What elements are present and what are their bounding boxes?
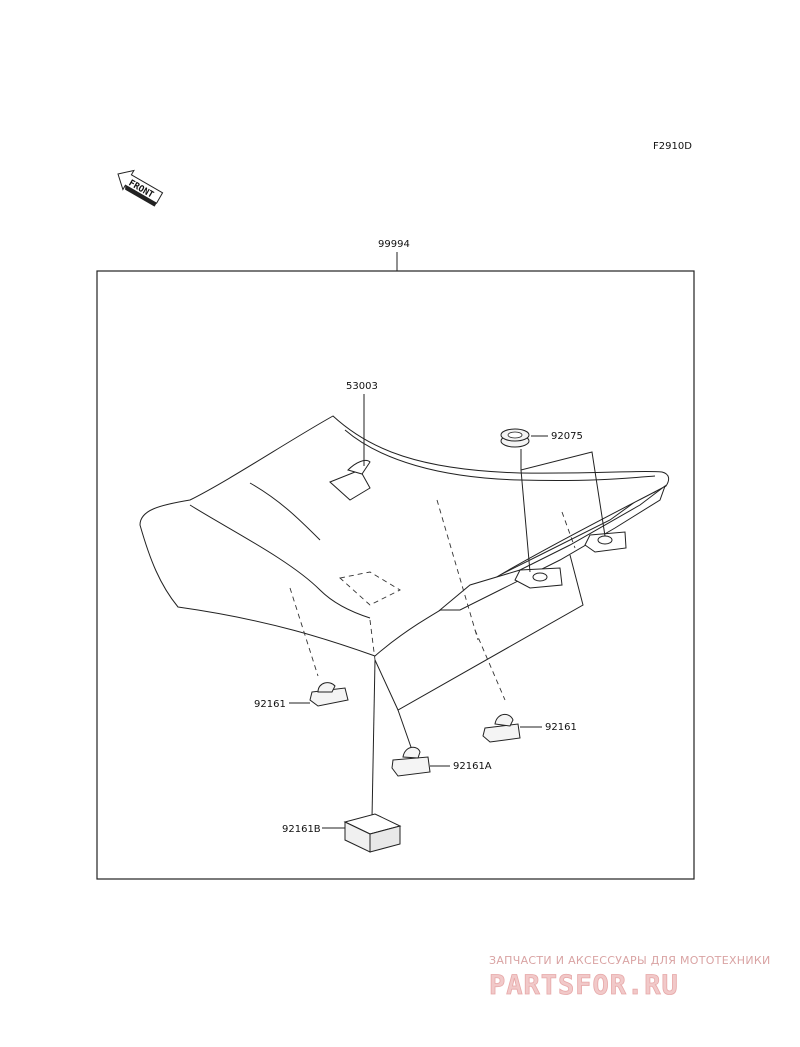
damper-left: [309, 682, 349, 707]
diagram-code: F2910D: [653, 141, 692, 152]
watermark-tagline: ЗАПЧАСТИ И АКСЕССУАРЫ ДЛЯ МОТОТЕХНИКИ: [489, 954, 771, 967]
part-label-damper-center: 92161A: [453, 761, 492, 772]
damper-right: [482, 714, 521, 743]
part-label-grommet: 92075: [551, 431, 583, 442]
part-label-damper-block: 92161B: [282, 824, 321, 835]
velcro-strap: [329, 469, 371, 501]
part-label-damper-right: 92161: [545, 722, 577, 733]
front-arrow-icon: FRONT: [117, 169, 164, 207]
assembly-frame: [96, 270, 695, 880]
damper-center: [391, 746, 431, 777]
part-label-seat-assembly: 99994: [378, 239, 410, 250]
damper-block: [343, 813, 402, 853]
seat: [139, 415, 670, 657]
mount-hole-rear: [597, 535, 613, 545]
part-label-damper-left: 92161: [254, 699, 286, 710]
mount-hole-front: [532, 572, 548, 582]
part-label-velcro-strap: 53003: [346, 381, 378, 392]
grommet: [500, 428, 530, 448]
watermark-brand: PARTSFOR.RU: [489, 970, 679, 1001]
